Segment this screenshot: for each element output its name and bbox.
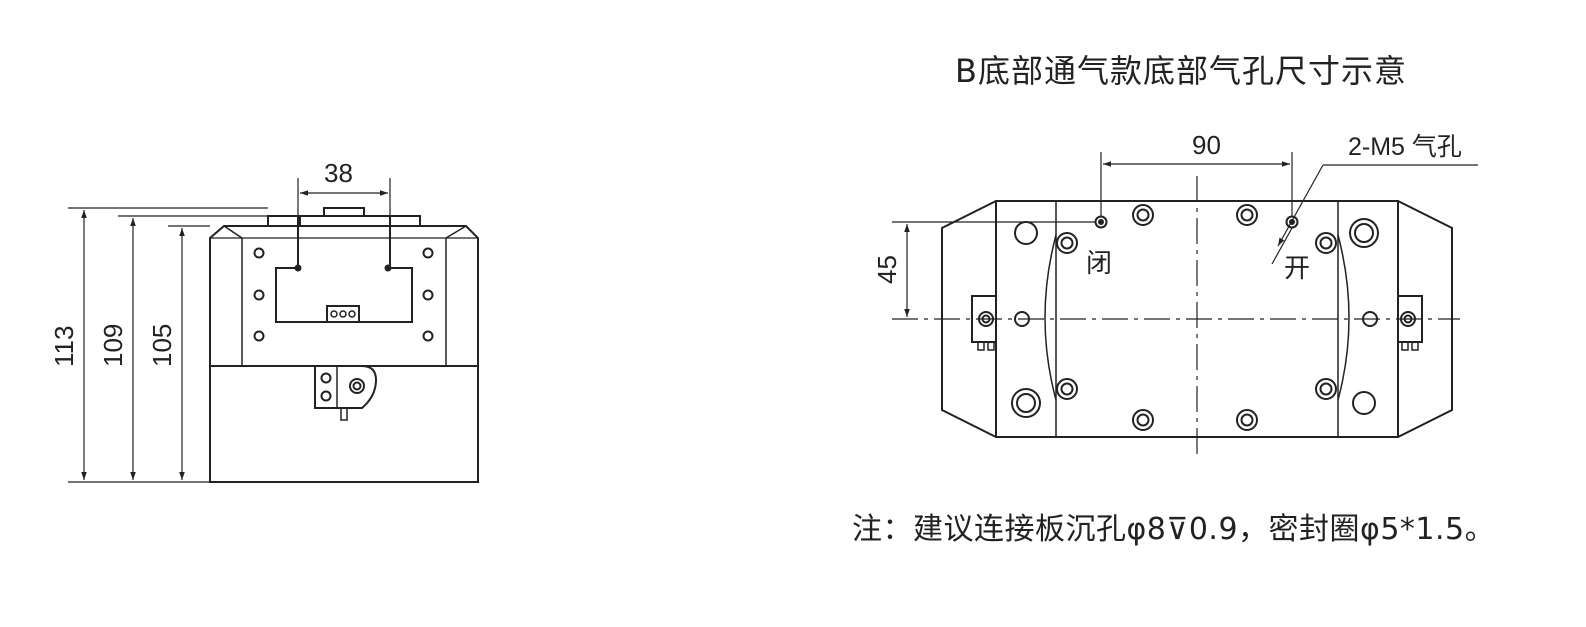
dim-height-113-label: 113 — [49, 326, 79, 367]
bottom-view — [892, 152, 1478, 454]
dim-offset-label: 45 — [872, 255, 902, 284]
diagram-title: B底部通气款底部气孔尺寸示意 — [955, 52, 1407, 90]
port-leader — [1277, 164, 1324, 247]
bottom-view-labels: 90 45 2-M5 气孔 闭 开 — [872, 130, 1462, 284]
side-view-labels: 38 113 109 105 — [49, 158, 353, 367]
dim-spacing-label: 90 — [1192, 130, 1221, 160]
port-callout-label: 2-M5 气孔 — [1348, 133, 1462, 161]
side-view — [68, 178, 479, 483]
dim-height-105-label: 105 — [147, 324, 177, 367]
jaw — [275, 215, 413, 323]
dim-width-label: 38 — [324, 158, 353, 188]
dim-height-109-label: 109 — [98, 324, 128, 367]
upper-body — [209, 225, 479, 367]
port-open-label: 开 — [1284, 254, 1310, 284]
lower-body — [209, 365, 479, 483]
port-close-label: 闭 — [1086, 249, 1112, 279]
port-open — [1285, 215, 1299, 229]
design-note: 注：建议连接板沉孔φ8⊽0.9，密封圈φ5*1.5。 — [852, 512, 1496, 547]
